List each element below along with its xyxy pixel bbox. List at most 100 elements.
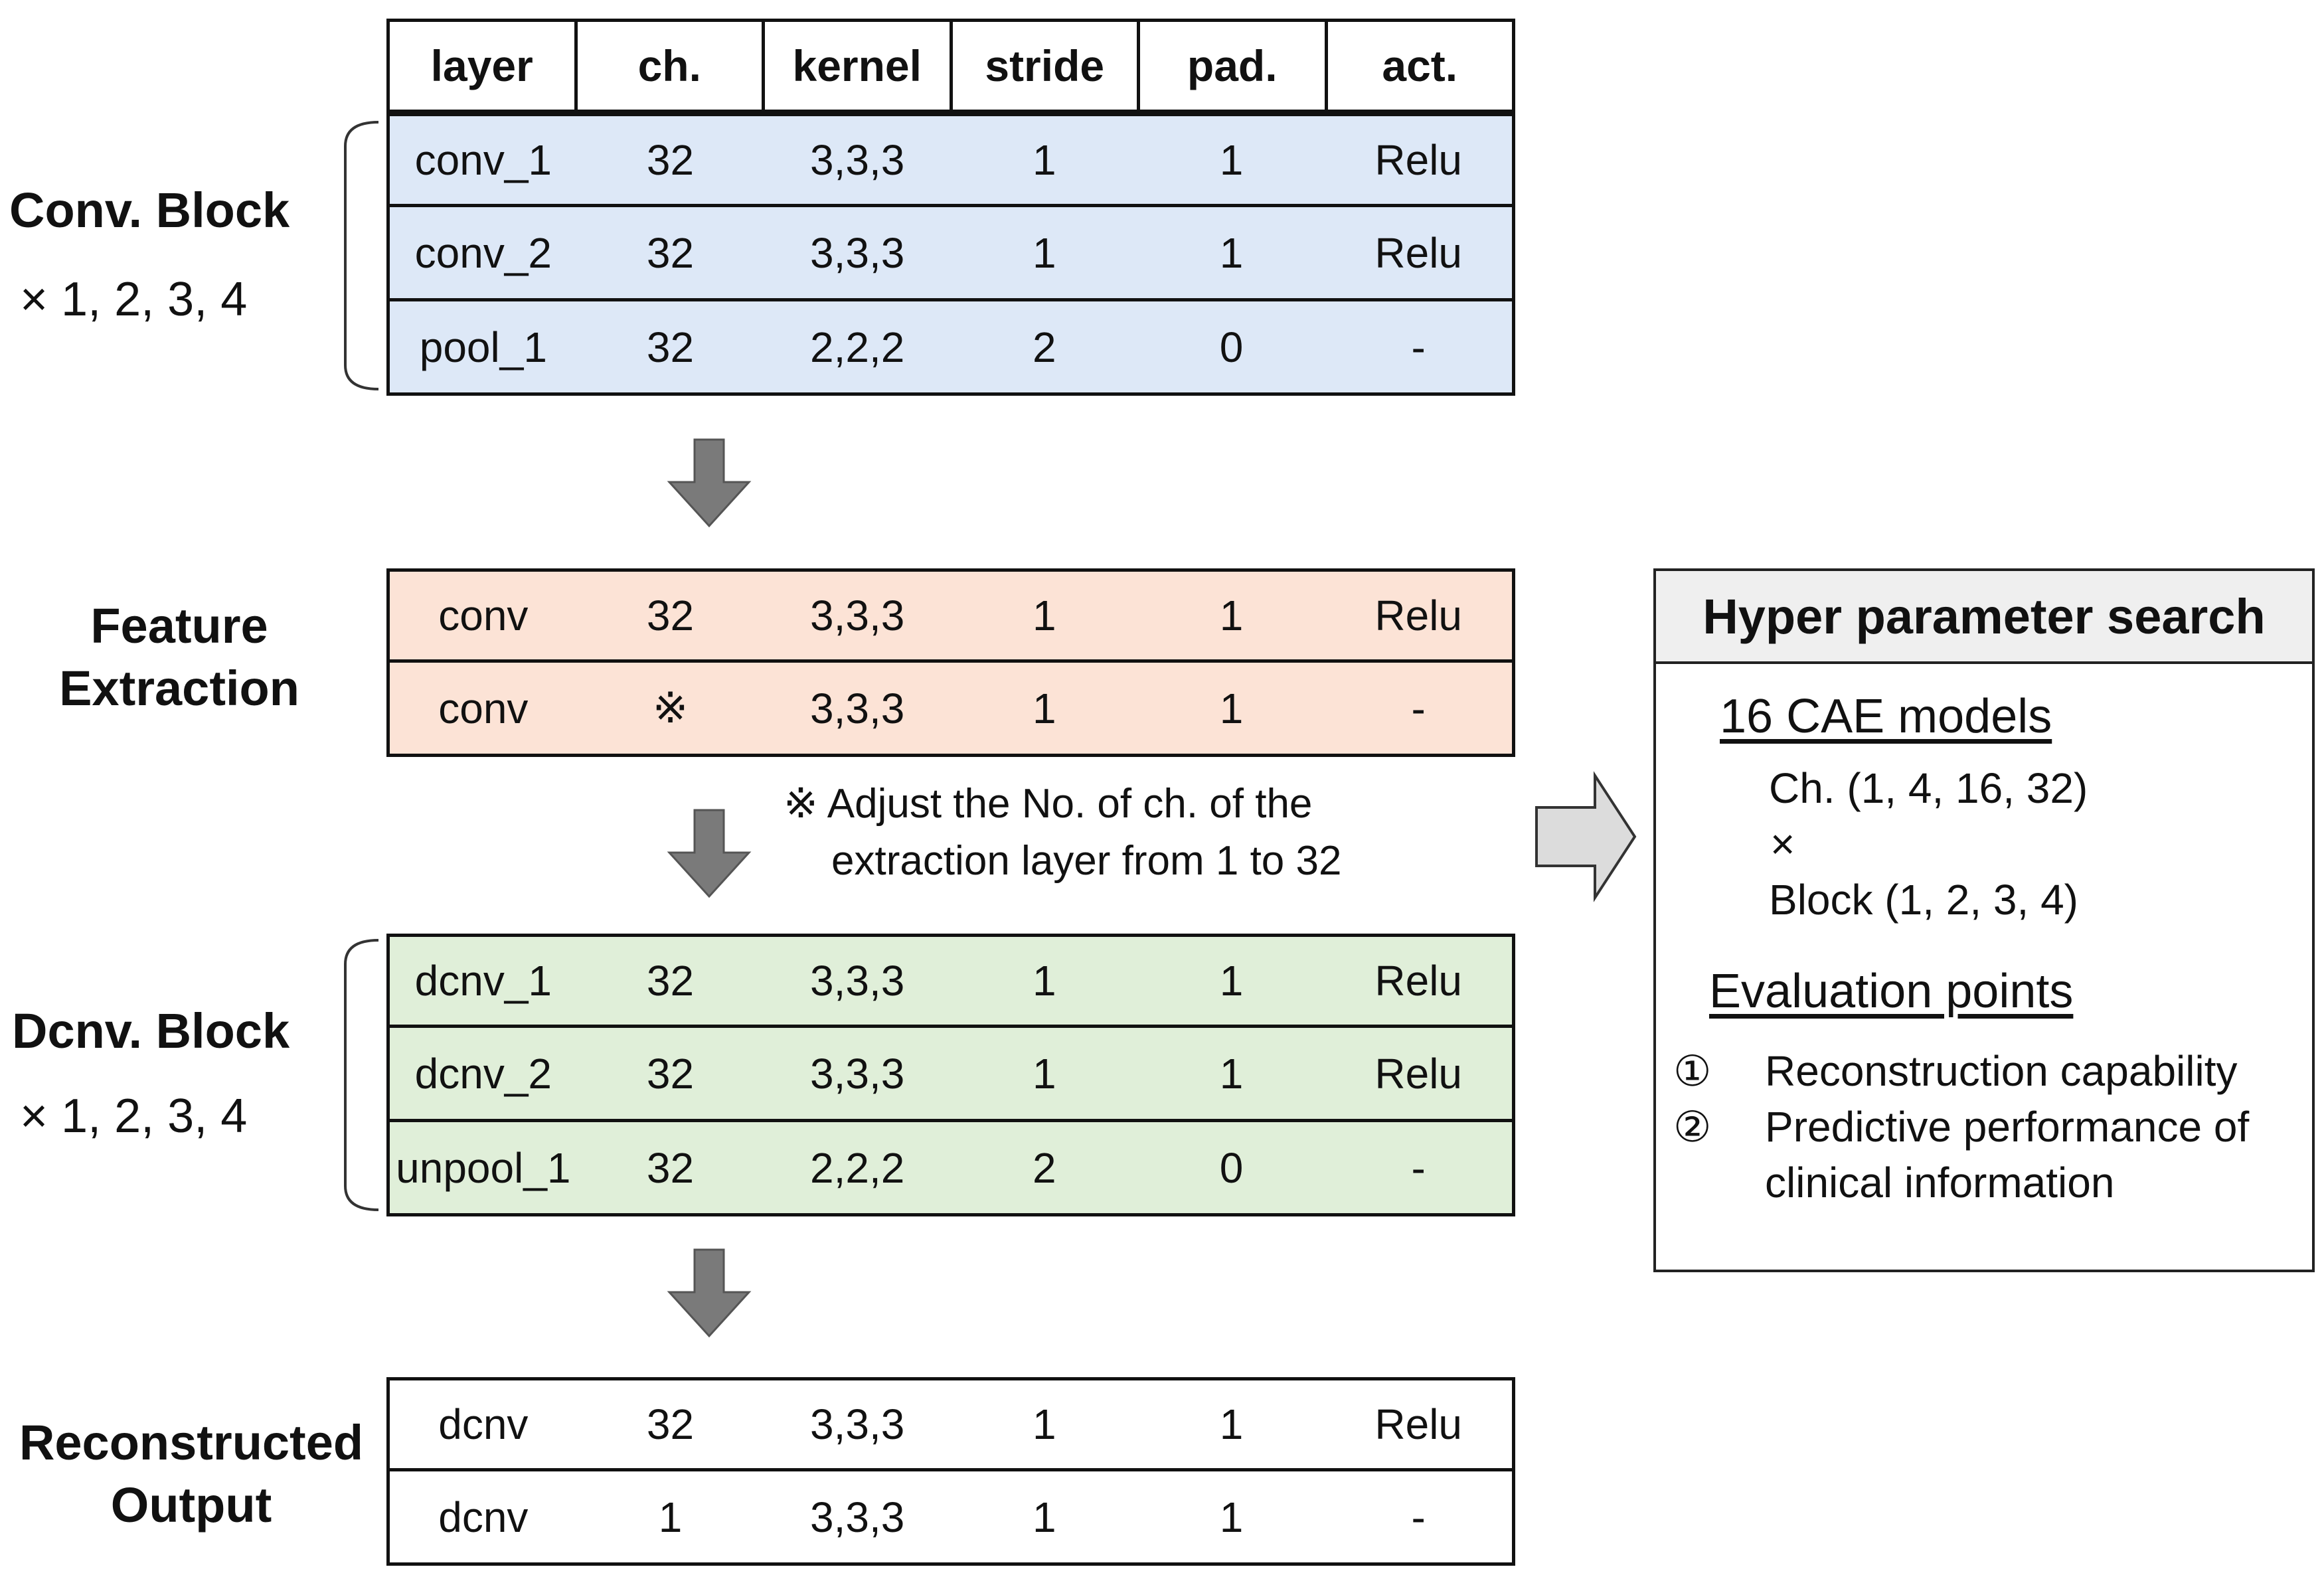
column-header-kernel: kernel: [762, 22, 950, 110]
cell-layer: unpool_1: [396, 1143, 571, 1192]
cell-ch: 32: [646, 1400, 695, 1448]
cell-kernel: 3,3,3: [810, 684, 905, 732]
cell-stride: 1: [1033, 1049, 1056, 1098]
dcnv-block-bracket: [344, 939, 379, 1211]
evaluation-point-1-text: Reconstruction capability: [1765, 1047, 2238, 1095]
cell-act: Relu: [1374, 592, 1462, 639]
cell-layer: dcnv_2: [414, 1049, 552, 1098]
cell-kernel: 3,3,3: [810, 957, 905, 1005]
cell-ch: 32: [646, 1049, 695, 1098]
table-row: conv_1 32 3,3,3 1 1 Relu: [386, 113, 1515, 207]
cell-stride: 1: [1033, 228, 1056, 277]
cell-layer: conv_1: [414, 136, 552, 184]
cell-layer: dcnv: [438, 1400, 529, 1448]
cell-stride: 1: [1033, 592, 1056, 639]
cell-act: Relu: [1374, 1400, 1462, 1448]
table-row: conv ※ 3,3,3 1 1 -: [386, 663, 1515, 757]
cell-kernel: 3,3,3: [810, 136, 905, 184]
evaluation-point-2-continuation: clinical information: [1765, 1159, 2115, 1207]
right-arrow-to-search: [1535, 771, 1637, 902]
evaluation-point-2-text: Predictive performance of: [1765, 1103, 2250, 1151]
cell-pad: 1: [1219, 957, 1244, 1005]
hyper-parameter-search-panel: Hyper parameter search 16 CAE models Ch.…: [1653, 568, 2315, 1272]
cell-stride: 1: [1033, 957, 1056, 1005]
cell-kernel: 2,2,2: [810, 323, 905, 371]
column-header-layer: layer: [430, 41, 533, 90]
dcnv-block-multiplier: × 1, 2, 3, 4: [20, 1090, 248, 1143]
cell-layer: dcnv_1: [414, 957, 552, 1005]
reconstructed-output-label-line1: Reconstructed: [19, 1415, 364, 1470]
cell-ch: 32: [646, 957, 695, 1005]
cell-ch: 32: [646, 323, 695, 371]
cell-pad: 0: [1219, 323, 1244, 371]
feature-extraction-table: conv 32 3,3,3 1 1 Relu conv ※ 3,3,3 1 1 -: [386, 568, 1515, 757]
cell-layer: conv: [438, 684, 529, 732]
cell-stride: 1: [1033, 1493, 1056, 1541]
channel-adjust-note-line2: extraction layer from 1 to 32: [831, 838, 1342, 884]
table-row: conv_2 32 3,3,3 1 1 Relu: [386, 207, 1515, 301]
cell-act: -: [1411, 684, 1426, 732]
blocks-option: Block (1, 2, 3, 4): [1769, 876, 2078, 924]
cell-stride: 2: [1033, 323, 1056, 371]
cell-layer: conv: [438, 592, 529, 639]
cell-pad: 1: [1219, 1400, 1244, 1448]
cell-act: -: [1411, 1493, 1426, 1541]
down-arrow-2: [667, 809, 752, 898]
dcnv-block-label: Dcnv. Block: [12, 1003, 290, 1058]
cell-act: Relu: [1374, 228, 1462, 277]
times-symbol: ×: [1770, 820, 1795, 868]
cell-pad: 0: [1219, 1143, 1244, 1192]
feature-extraction-label: Feature Extraction: [27, 595, 332, 720]
cell-ch: 32: [646, 136, 695, 184]
cell-pad: 1: [1219, 228, 1244, 277]
hyper-parameter-search-title: Hyper parameter search: [1656, 571, 2312, 664]
cell-layer: conv_2: [414, 228, 552, 277]
cell-ch: 32: [646, 592, 695, 639]
evaluation-point-1-marker: ①: [1673, 1047, 1712, 1095]
evaluation-point-2-marker: ②: [1673, 1103, 1712, 1151]
channel-adjust-note: ※ Adjust the No. of ch. of the extractio…: [784, 776, 1341, 890]
cell-act: -: [1411, 1143, 1426, 1192]
cell-ch: 32: [646, 1143, 695, 1192]
cell-stride: 1: [1033, 1400, 1056, 1448]
reconstructed-output-label: Reconstructed Output: [5, 1412, 377, 1537]
cell-stride: 1: [1033, 136, 1056, 184]
column-header-ch: ch.: [574, 22, 762, 110]
cell-act: Relu: [1374, 136, 1462, 184]
cell-kernel: 3,3,3: [810, 228, 905, 277]
table-row: conv 32 3,3,3 1 1 Relu: [386, 568, 1515, 663]
channels-option: Ch. (1, 4, 16, 32): [1769, 764, 2088, 812]
cell-layer: pool_1: [419, 323, 547, 371]
cell-kernel: 3,3,3: [810, 1049, 905, 1098]
down-arrow-1: [667, 438, 752, 528]
cell-kernel: 3,3,3: [810, 1493, 905, 1541]
cell-pad: 1: [1219, 684, 1244, 732]
column-header-row: layer ch. kernel stride pad. act.: [386, 19, 1515, 113]
cell-act: Relu: [1374, 1049, 1462, 1098]
column-header-pad: pad.: [1137, 22, 1325, 110]
channel-adjust-note-line1: ※ Adjust the No. of ch. of the: [784, 781, 1313, 827]
down-arrow-3: [667, 1248, 752, 1338]
cell-layer: dcnv: [438, 1493, 529, 1541]
cell-pad: 1: [1219, 136, 1244, 184]
cell-ch: 32: [646, 228, 695, 277]
cell-ch: ※: [652, 684, 689, 732]
cell-kernel: 3,3,3: [810, 592, 905, 639]
cae-models-title: 16 CAE models: [1720, 690, 2052, 743]
cell-kernel: 3,3,3: [810, 1400, 905, 1448]
conv-block-multiplier: × 1, 2, 3, 4: [20, 273, 248, 326]
cell-pad: 1: [1219, 592, 1244, 639]
cell-kernel: 2,2,2: [810, 1143, 905, 1192]
column-header-stride: stride: [949, 22, 1137, 110]
cell-stride: 1: [1033, 684, 1056, 732]
cell-ch: 1: [658, 1493, 683, 1541]
cell-pad: 1: [1219, 1049, 1244, 1098]
feature-extraction-label-line2: Extraction: [59, 661, 299, 716]
